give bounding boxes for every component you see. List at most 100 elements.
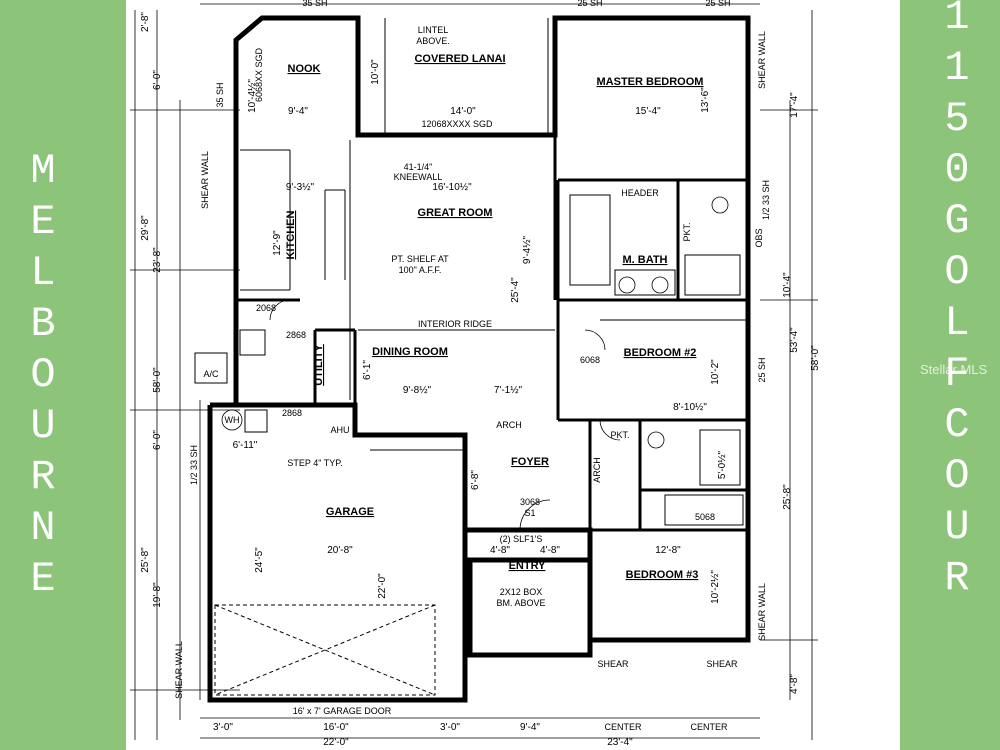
note-door-2068: 2068 xyxy=(256,303,276,313)
blueprint-sheet xyxy=(126,0,900,750)
note-shear-wall-right: SHEAR WALL xyxy=(757,31,767,89)
dim-left-19-8: 19'-8" xyxy=(152,582,163,608)
dim-bed3-10-2: 10'-2½" xyxy=(710,570,721,604)
note-ac: A/C xyxy=(203,369,219,379)
note-shear-wall-right-lower: SHEAR WALL xyxy=(757,583,767,641)
dim-great-16-10: 16'-10½" xyxy=(432,182,472,193)
note-kneewall-b: KNEEWALL xyxy=(394,172,443,182)
room-label-master-bedroom: MASTER BEDROOM xyxy=(597,76,704,88)
note-door-3068: 3068 xyxy=(520,497,540,507)
note-header: HEADER xyxy=(621,188,659,198)
dim-nook-9-4: 9'-4" xyxy=(288,106,308,117)
room-label-utility: UTILITY xyxy=(313,344,325,386)
banner-letter: N xyxy=(30,504,56,552)
dim-left-6-0: 6'-0" xyxy=(152,70,163,90)
banner-letter: 1 xyxy=(944,44,970,92)
note-nook-sgd: 6068XX SGD xyxy=(254,47,264,102)
dim-bed2-10-2: 10'-2" xyxy=(710,359,721,385)
room-label-nook: NOOK xyxy=(288,63,321,75)
dim-bed2-8-10: 8'-10½" xyxy=(673,402,707,413)
note-pkt-2: PKT. xyxy=(682,222,692,241)
dim-bath-5-0: 5'-0½" xyxy=(717,450,728,479)
dim-bottom-22-0: 22'-0" xyxy=(323,737,349,748)
note-shelf-b: 100" A.F.F. xyxy=(399,265,442,275)
banner-letter: O xyxy=(944,452,970,500)
banner-letter: L xyxy=(30,249,56,297)
note-wh: WH xyxy=(225,415,240,425)
dim-bottom-23-4: 23'-4" xyxy=(607,737,633,748)
dim-foyer-6-8: 6'-8" xyxy=(470,470,481,490)
note-shear-a: SHEAR xyxy=(597,659,629,669)
note-ahu: AHU xyxy=(330,425,349,435)
note-door-5068: 5068 xyxy=(695,512,715,522)
banner-letter: L xyxy=(944,299,970,347)
dim-right-total: 58'-0" xyxy=(810,345,821,371)
dim-left-total: 58'-0" xyxy=(152,367,163,393)
dim-garage-6-11: 6'-11" xyxy=(233,440,258,451)
banner-letter: M xyxy=(30,147,56,195)
dim-right-4-8: 4'-8" xyxy=(789,674,800,694)
dim-garage-20-8: 20'-8" xyxy=(327,545,353,556)
note-lintel: LINTEL xyxy=(418,25,449,35)
dim-bottom-16-0: 16'-0" xyxy=(323,722,349,733)
note-pkt: PKT. xyxy=(610,430,629,440)
dim-lanai-10-0: 10'-0" xyxy=(370,59,381,85)
room-label-bedroom2: BEDROOM #2 xyxy=(624,347,697,359)
banner-letter: E xyxy=(30,555,56,603)
room-label-covered-lanai: COVERED LANAI xyxy=(414,53,505,65)
room-label-garage: GARAGE xyxy=(326,506,374,518)
room-label-foyer: FOYER xyxy=(511,456,549,468)
banner-letter: B xyxy=(30,300,56,348)
dim-right-10-4: 10'-4" xyxy=(782,272,793,298)
room-label-kitchen: KITCHEN xyxy=(285,211,297,260)
dim-util-2868: 2868 xyxy=(282,408,302,418)
note-arch: ARCH xyxy=(496,420,522,430)
note-arch-2: ARCH xyxy=(592,457,602,483)
dim-kitchen-9-3: 9'-3½" xyxy=(286,182,315,193)
room-label-m-bath: M. BATH xyxy=(622,254,667,266)
dim-dining-9-8: 9'-8½" xyxy=(403,385,432,396)
note-kneewall-a: 41-1/4" xyxy=(404,162,433,172)
note-door-2868: 2868 xyxy=(286,330,306,340)
dim-top-25sh-b: 25 SH xyxy=(705,0,730,8)
watermark: Stellar MLS xyxy=(920,362,988,377)
dim-nook-10-4: 10'-4½" xyxy=(247,79,258,113)
dim-bottom-9-4: 9'-4" xyxy=(520,722,540,733)
note-sh-33-right: 1/2 33 SH xyxy=(761,180,771,220)
dim-dining-6-1: 6'-1" xyxy=(362,360,373,380)
banner-letter: U xyxy=(30,402,56,450)
dim-kitchen-12-9: 12'-9" xyxy=(272,230,283,256)
banner-letter: C xyxy=(944,401,970,449)
note-door-6068: 6068 xyxy=(580,355,600,365)
banner-letter: R xyxy=(944,554,970,602)
dim-garage-22-0: 22'-0" xyxy=(377,573,388,599)
dim-bed3-12-8: 12'-8" xyxy=(655,545,681,556)
banner-letter: O xyxy=(30,351,56,399)
banner-letter: G xyxy=(944,197,970,245)
note-center-b: CENTER xyxy=(690,722,728,732)
note-shear-wall-left: SHEAR WALL xyxy=(200,151,210,209)
banner-letter: U xyxy=(944,503,970,551)
room-label-dining-room: DINING ROOM xyxy=(372,346,448,358)
banner-letter: R xyxy=(30,453,56,501)
dim-dining-7-1: 7'-1½" xyxy=(494,385,523,396)
dim-master-15-4: 15'-4" xyxy=(635,106,661,117)
dim-left-6-0b: 6'-0" xyxy=(152,430,163,450)
note-shelf-a: PT. SHELF AT xyxy=(391,254,449,264)
banner-letter: 5 xyxy=(944,95,970,143)
dim-mbath-9-4: 9'-4½" xyxy=(522,235,533,264)
dim-right-17-4: 17'-4" xyxy=(789,92,800,118)
dim-top-25sh-a: 25 SH xyxy=(577,0,602,8)
note-sh-33: 1/2 33 SH xyxy=(189,445,199,485)
note-sh-35: 35 SH xyxy=(215,82,225,107)
note-shear-b: SHEAR xyxy=(706,659,738,669)
note-step: STEP 4" TYP. xyxy=(287,458,342,468)
dim-left-25-8: 25'-8" xyxy=(140,547,151,573)
banner-letter: F xyxy=(944,350,970,398)
note-sgd: 12068XXXX SGD xyxy=(421,119,493,129)
